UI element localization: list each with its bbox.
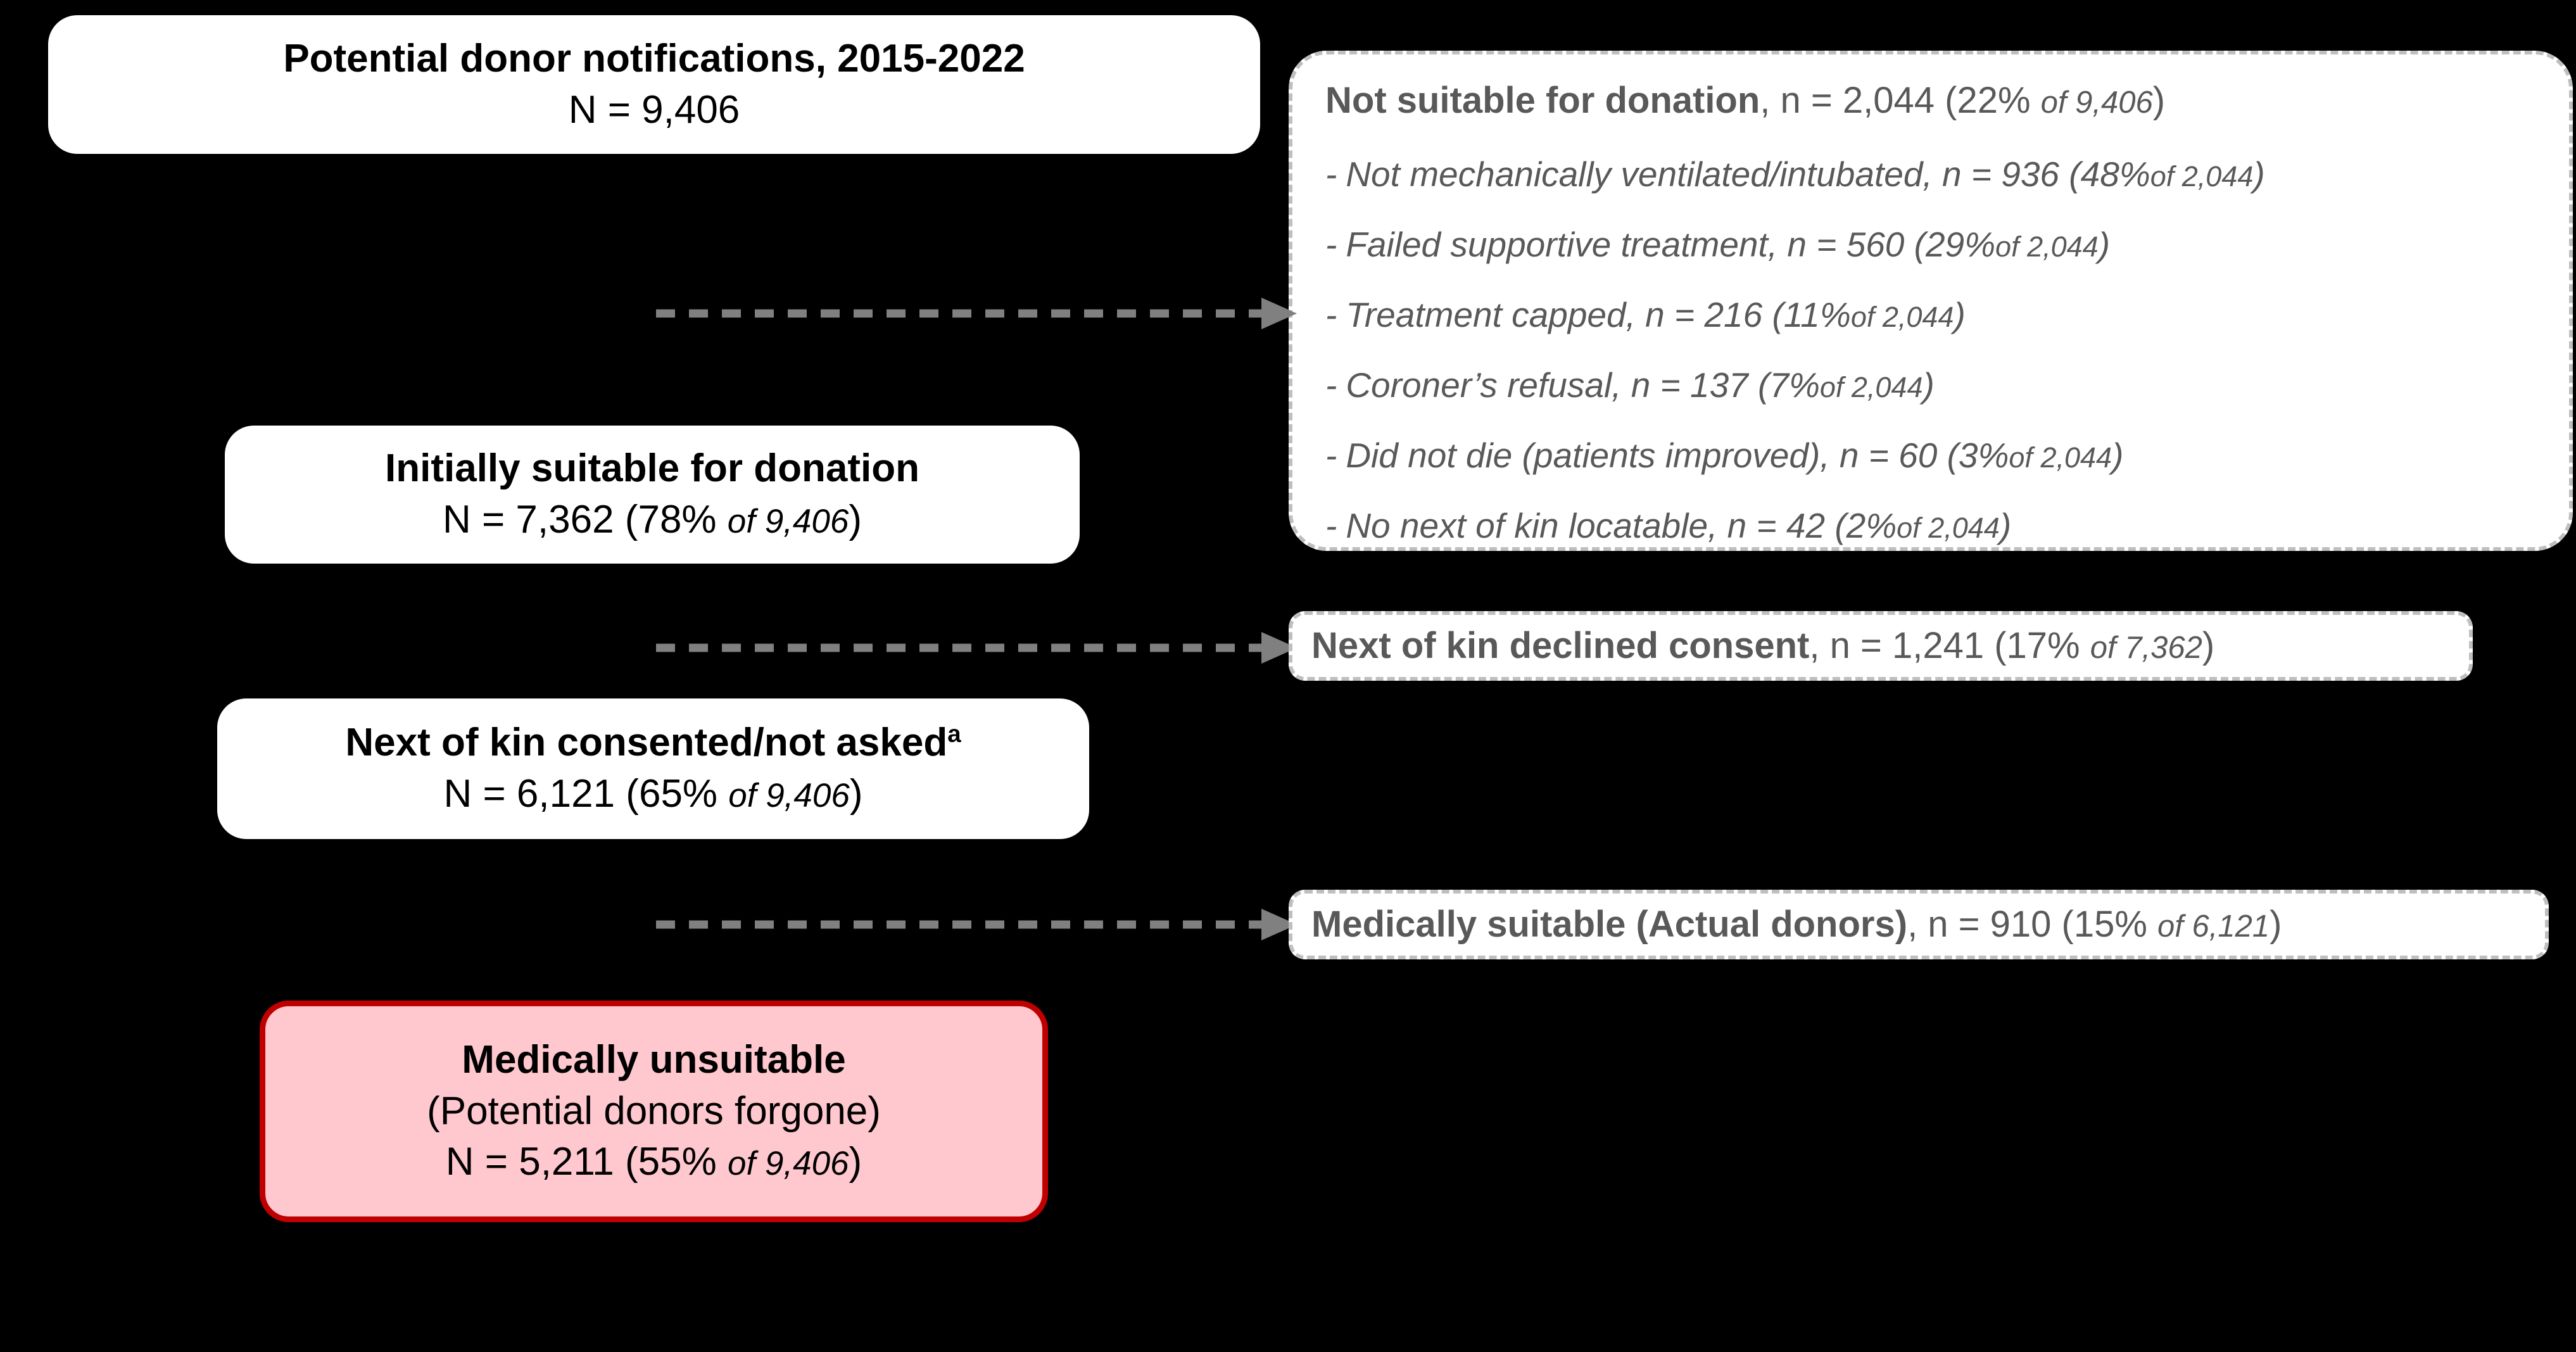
list-item-pct: of 2,044 <box>1850 301 1954 333</box>
not-suitable-close: ) <box>2152 80 2166 121</box>
footnote-marker: a <box>947 720 961 748</box>
medically-suitable-pct: of 6,121 <box>2157 909 2270 944</box>
list-item: -Not mechanically ventilated/intubated, … <box>1325 157 2265 192</box>
initially-suitable-value-close: ) <box>849 498 862 541</box>
node-next-of-kin-consented: Next of kin consented/not askeda N = 6,1… <box>217 698 1089 839</box>
initially-suitable-value-prefix: N = 7,362 (78% <box>443 498 728 541</box>
list-item-pct: of 2,044 <box>1897 512 2000 544</box>
medically-suitable-count: , n = 910 (15% <box>1907 904 2158 945</box>
list-item-label: Treatment capped, n = 216 (11% <box>1346 295 1851 334</box>
not-suitable-heading: Not suitable for donation, n = 2,044 (22… <box>1325 82 2165 119</box>
list-item-label: Did not die (patients improved), n = 60 … <box>1346 436 2009 475</box>
kin-declined-pct: of 7,362 <box>2090 631 2202 665</box>
medically-suitable-close: ) <box>2270 904 2282 945</box>
not-suitable-count: , n = 2,044 (22% <box>1760 80 2041 121</box>
arrow-to-medically-suitable-icon <box>656 909 1297 940</box>
bullet-dash: - <box>1325 225 1337 264</box>
list-item-label: Failed supportive treatment, n = 560 (29… <box>1346 225 1996 264</box>
list-item: -Failed supportive treatment, n = 560 (2… <box>1325 227 2110 262</box>
notifications-value: N = 9,406 <box>568 87 740 132</box>
kin-declined-count: , n = 1,241 (17% <box>1809 625 2090 666</box>
list-item: -No next of kin locatable, n = 42 (2% of… <box>1325 509 2011 543</box>
kin-consented-value-close: ) <box>849 772 863 816</box>
list-item-close: ) <box>2112 436 2124 475</box>
list-item-close: ) <box>2253 155 2265 194</box>
node-next-of-kin-declined-consent: Next of kin declined consent, n = 1,241 … <box>1289 611 2473 681</box>
medically-unsuitable-subtitle: (Potential donors forgone) <box>427 1089 881 1133</box>
arrow-to-kin-declined-icon <box>656 632 1297 664</box>
list-item-close: ) <box>1923 365 1935 405</box>
node-medically-suitable-actual-donors: Medically suitable (Actual donors), n = … <box>1289 890 2549 959</box>
list-item-pct: of 2,044 <box>1995 231 2099 263</box>
bullet-dash: - <box>1325 436 1337 475</box>
not-suitable-label: Not suitable for donation <box>1325 80 1760 121</box>
medically-suitable-label: Medically suitable (Actual donors) <box>1311 904 1908 945</box>
list-item: -Coroner’s refusal, n = 137 (7% of 2,044… <box>1325 368 1935 403</box>
list-item: -Did not die (patients improved), n = 60… <box>1325 438 2123 473</box>
list-item-label: Not mechanically ventilated/intubated, n… <box>1346 155 2150 194</box>
kin-consented-value-pct: of 9,406 <box>728 777 850 814</box>
initially-suitable-value-pct: of 9,406 <box>727 503 849 540</box>
bullet-dash: - <box>1325 365 1337 405</box>
bullet-dash: - <box>1325 155 1337 194</box>
notifications-title: Potential donor notifications, 2015-2022 <box>283 36 1025 80</box>
kin-consented-value-prefix: N = 6,121 (65% <box>443 772 729 816</box>
medically-unsuitable-title: Medically unsuitable <box>462 1038 846 1082</box>
list-item-pct: of 2,044 <box>2009 441 2112 474</box>
kin-consented-value: N = 6,121 (65% of 9,406) <box>217 769 1089 820</box>
not-suitable-pct: of 9,406 <box>2040 85 2153 120</box>
kin-declined-label: Next of kin declined consent <box>1311 625 1810 666</box>
list-item-close: ) <box>2098 225 2111 264</box>
list-item-pct: of 2,044 <box>2150 160 2254 193</box>
list-item-label: Coroner’s refusal, n = 137 (7% <box>1346 365 1820 405</box>
list-item: -Treatment capped, n = 216 (11% of 2,044… <box>1325 298 1966 332</box>
kin-consented-title: Next of kin consented/not askeda <box>217 717 1089 769</box>
arrow-to-not-suitable-icon <box>656 298 1297 329</box>
list-item-close: ) <box>1999 506 2012 545</box>
medically-unsuitable-value-prefix: N = 5,211 (55% <box>445 1140 728 1184</box>
kin-declined-text: Next of kin declined consent, n = 1,241 … <box>1292 628 2214 664</box>
medically-unsuitable-value: N = 5,211 (55% of 9,406) <box>265 1137 1042 1188</box>
bullet-dash: - <box>1325 295 1337 334</box>
list-item-close: ) <box>1954 295 1966 334</box>
medically-suitable-text: Medically suitable (Actual donors), n = … <box>1292 906 2282 943</box>
node-initially-suitable-for-donation: Initially suitable for donation N = 7,36… <box>225 426 1080 564</box>
list-item-label: No next of kin locatable, n = 42 (2% <box>1346 506 1897 545</box>
medically-unsuitable-value-close: ) <box>849 1140 862 1184</box>
medically-unsuitable-value-pct: of 9,406 <box>727 1145 849 1183</box>
kin-consented-title-text: Next of kin consented/not asked <box>345 721 948 765</box>
initially-suitable-title: Initially suitable for donation <box>385 446 919 491</box>
node-not-suitable-for-donation: Not suitable for donation, n = 2,044 (22… <box>1289 51 2573 551</box>
kin-declined-close: ) <box>2202 625 2215 666</box>
bullet-dash: - <box>1325 506 1337 545</box>
initially-suitable-value: N = 7,362 (78% of 9,406) <box>225 495 1080 546</box>
node-potential-donor-notifications: Potential donor notifications, 2015-2022… <box>48 15 1260 154</box>
list-item-pct: of 2,044 <box>1819 371 1923 403</box>
node-medically-unsuitable: Medically unsuitable (Potential donors f… <box>260 1001 1048 1222</box>
